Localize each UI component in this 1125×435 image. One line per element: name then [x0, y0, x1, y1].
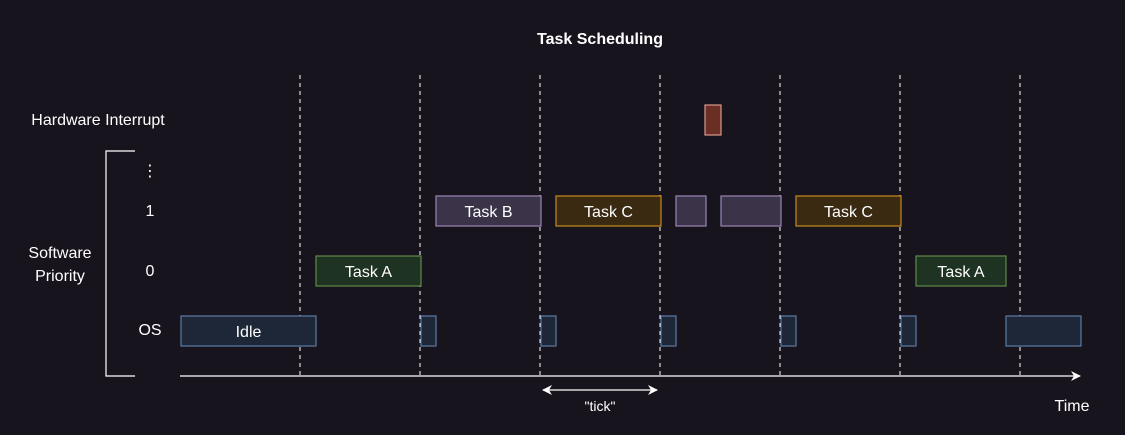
priority-1-label: 1	[146, 203, 155, 220]
schedule-block: Task B	[435, 195, 542, 227]
schedule-block-rect	[1005, 315, 1082, 347]
schedule-block-rect	[795, 195, 902, 227]
schedule-block-label: Idle	[236, 324, 262, 341]
software-priority-label-line2: Priority	[35, 268, 85, 285]
schedule-block	[540, 315, 557, 347]
schedule-block-rect	[540, 315, 557, 347]
hardware-interrupt-label: Hardware Interrupt	[31, 112, 165, 129]
schedule-block	[780, 315, 797, 347]
schedule-block: Task A	[915, 255, 1007, 287]
schedule-block-rect	[435, 195, 542, 227]
schedule-block-label: Task C	[584, 204, 633, 221]
schedule-block	[900, 315, 917, 347]
schedule-block-rect	[900, 315, 917, 347]
schedule-block	[675, 195, 707, 227]
schedule-block	[704, 104, 722, 136]
schedule-block-rect	[660, 315, 677, 347]
diagram-title: Task Scheduling	[537, 31, 663, 48]
software-priority-label-line1: Software	[28, 245, 91, 262]
schedule-block-rect	[704, 104, 722, 136]
time-axis-label: Time	[1055, 398, 1090, 415]
schedule-block-rect	[180, 315, 317, 347]
software-priority-bracket	[105, 150, 135, 377]
schedule-block: Task C	[555, 195, 662, 227]
schedule-block-label: Task A	[937, 264, 984, 281]
tick-interval-label: "tick"	[585, 398, 616, 414]
schedule-block: Task A	[315, 255, 422, 287]
schedule-block-rect	[915, 255, 1007, 287]
schedule-block-label: Task B	[464, 204, 512, 221]
schedule-block-rect	[720, 195, 782, 227]
schedule-block: Task C	[795, 195, 902, 227]
schedule-block	[720, 195, 782, 227]
schedule-block-label: Task C	[824, 204, 873, 221]
schedule-block: Idle	[180, 315, 317, 347]
schedule-block-rect	[315, 255, 422, 287]
schedule-block-label: Task A	[345, 264, 392, 281]
schedule-blocks: Idle Task A Task A Task B Task C Task C	[180, 104, 1082, 347]
schedule-block	[420, 315, 437, 347]
schedule-block	[1005, 315, 1082, 347]
ellipsis-label: ⋮	[142, 163, 158, 180]
schedule-block-rect	[555, 195, 662, 227]
priority-0-label: 0	[146, 263, 155, 280]
schedule-block	[660, 315, 677, 347]
schedule-block-rect	[675, 195, 707, 227]
os-label: OS	[138, 322, 161, 339]
schedule-block-rect	[420, 315, 437, 347]
schedule-block-rect	[780, 315, 797, 347]
